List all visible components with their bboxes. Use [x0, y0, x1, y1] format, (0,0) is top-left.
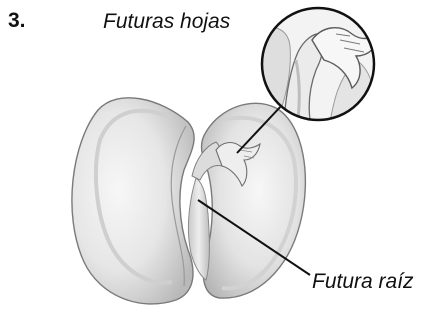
right-cotyledon — [202, 103, 306, 298]
left-cotyledon — [72, 98, 194, 304]
